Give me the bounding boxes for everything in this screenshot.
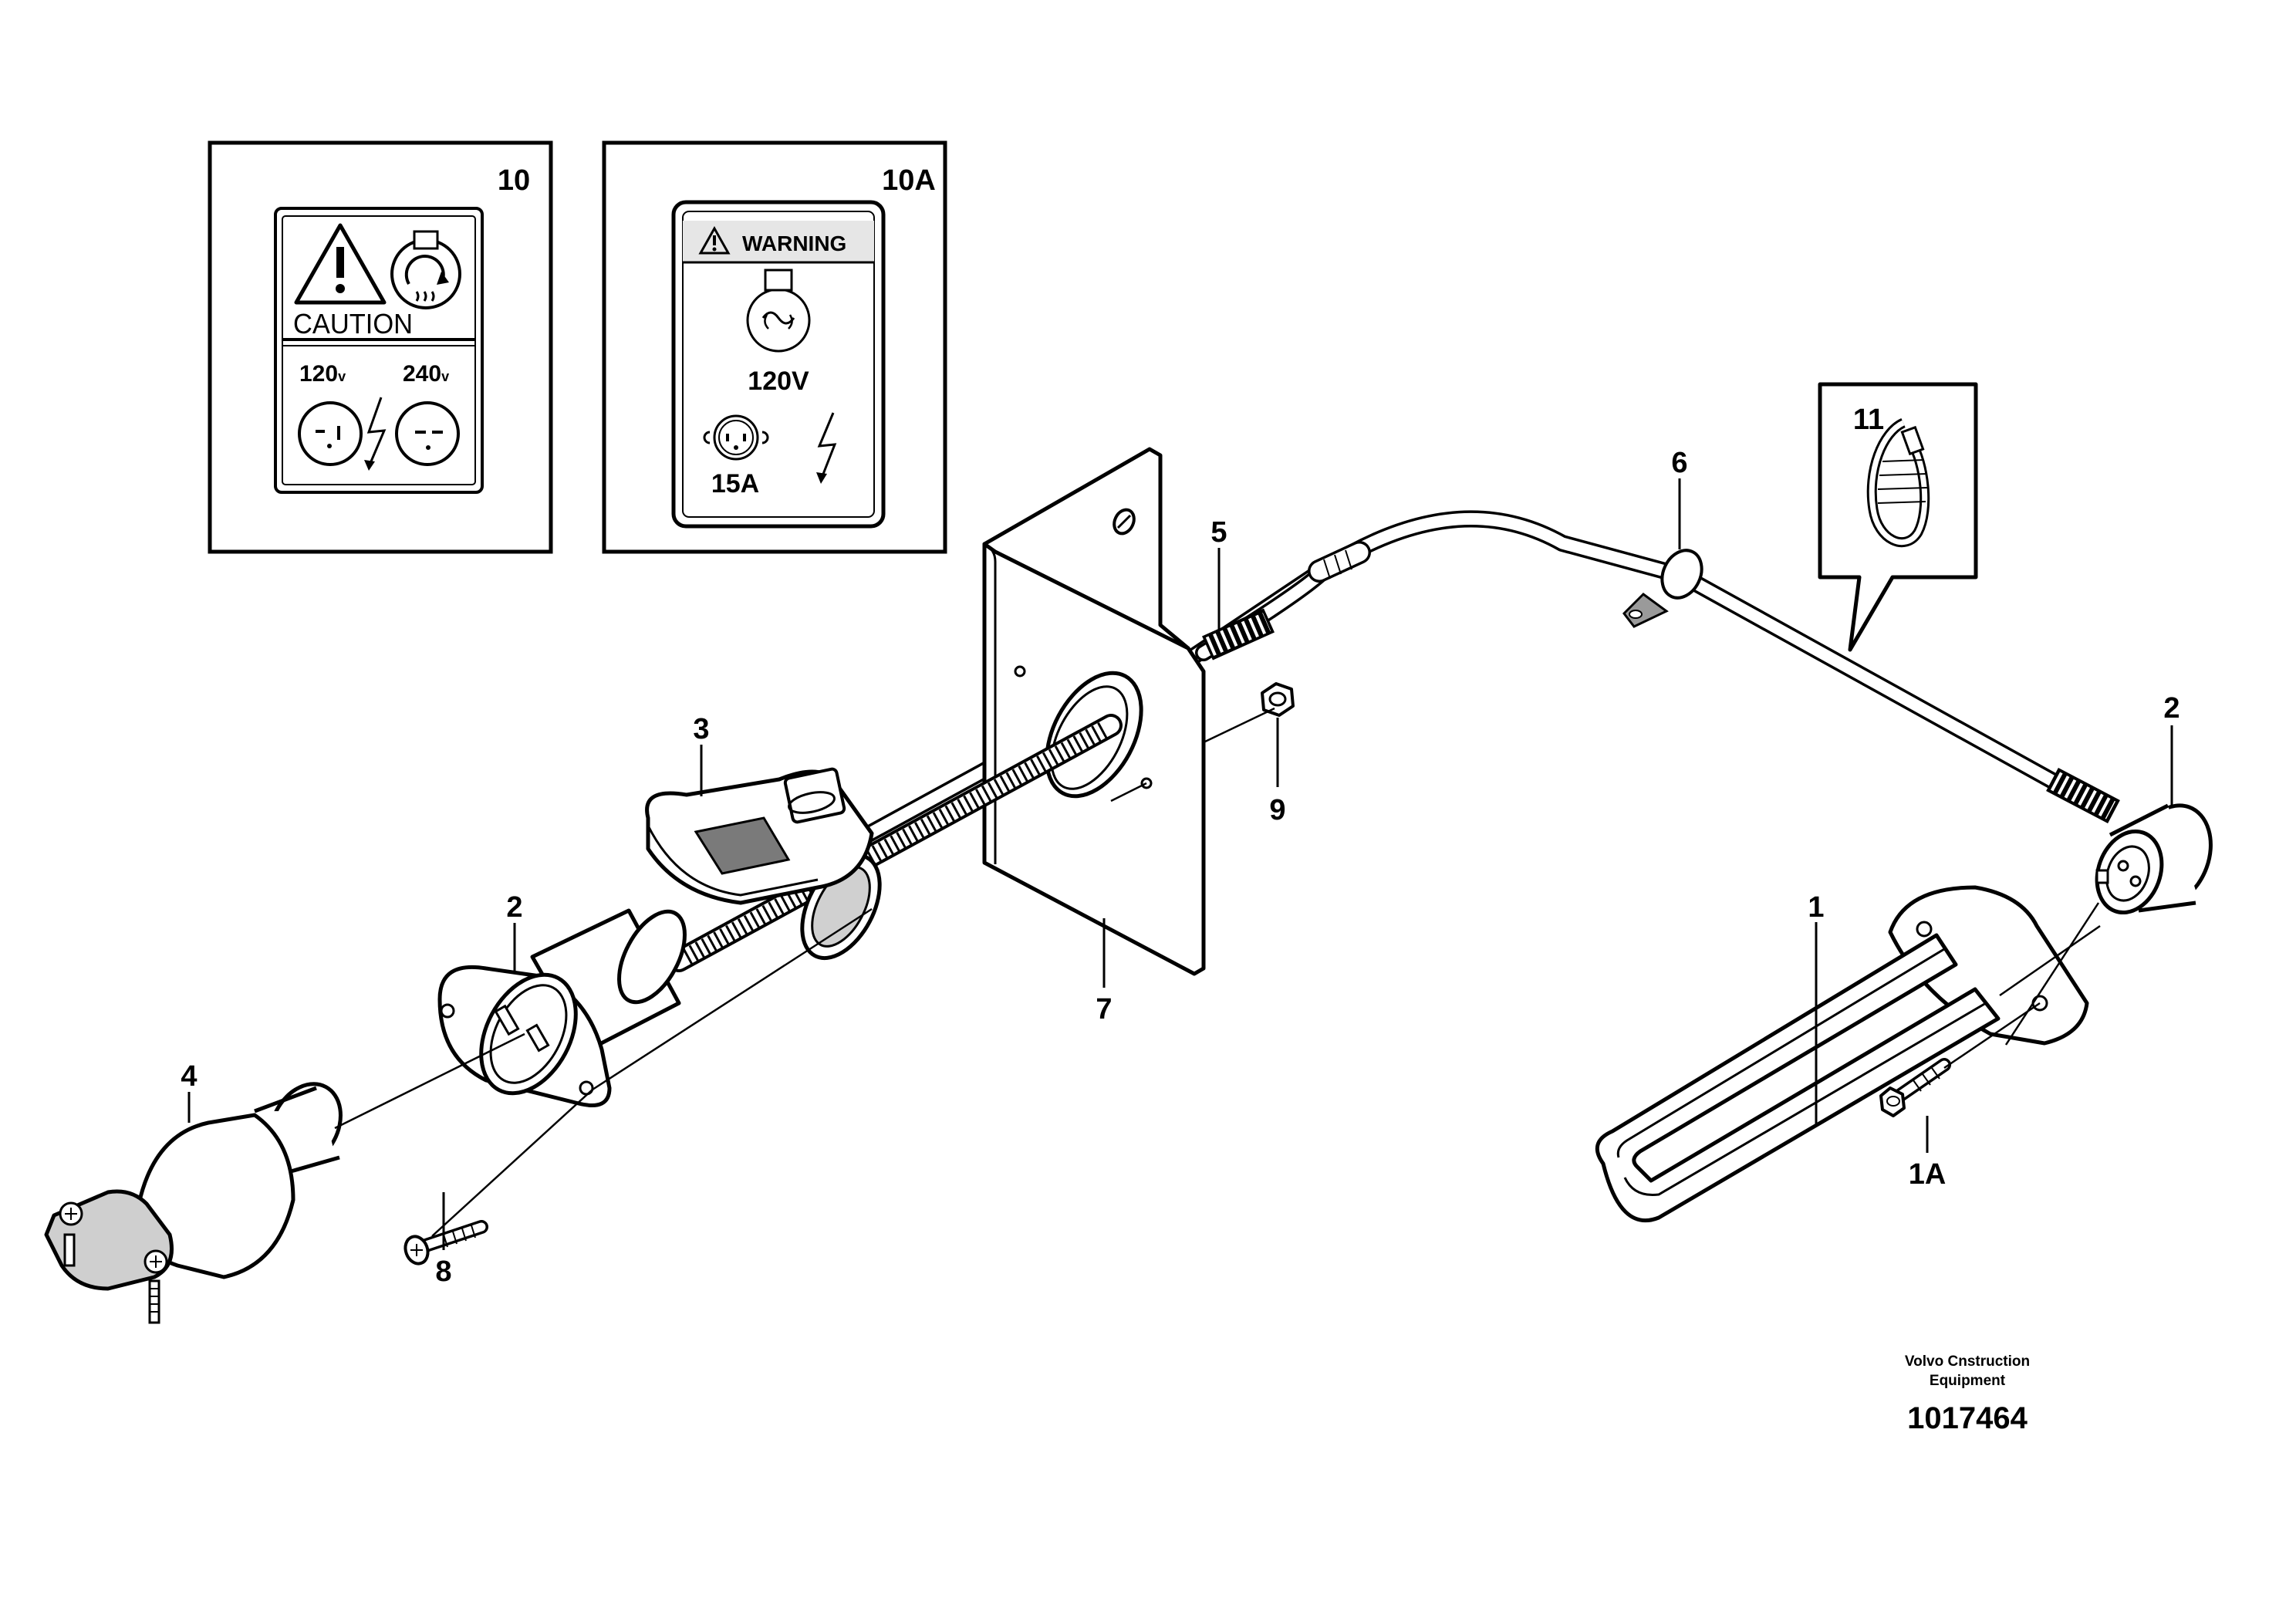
outlet-icon [298,401,363,466]
voltage-label: 120V [748,367,809,396]
hex-nut [1261,682,1295,717]
warning-triangle-icon [294,223,387,305]
inset-10: 10 CAUTION 120v 240v [208,140,553,554]
leader-lines [187,478,2173,1250]
callout-11: 11 [1853,404,1884,436]
callouts: 1 1A 2 2 3 4 5 6 7 8 9 [181,447,2180,1288]
callout-9: 9 [1269,794,1285,826]
lightning-icon [816,412,837,484]
callout-2-socket: 2 [506,891,522,924]
maker-line-1: Volvo Cnstruction [1904,1353,2031,1370]
callout-4: 4 [181,1060,197,1093]
callout-8: 8 [435,1255,451,1288]
cable-ferrule [1308,541,1371,583]
callout-3: 3 [693,713,709,745]
maker-line-2: Equipment [1929,1373,2006,1389]
outlet-icon [703,414,769,461]
callout-10a: 10A [882,164,936,197]
socket-cover [645,767,882,961]
voltage-right-label: 240v [403,361,449,387]
lightning-icon [364,397,387,471]
caution-label: CAUTION [293,308,413,340]
document-footer: Volvo Cnstruction Equipment 1017464 [1844,1352,2091,1436]
caution-decal: CAUTION 120v 240v [274,207,484,494]
plug-receptacle [2095,803,2213,915]
inset-10a: 10A WARNING 120V [602,140,947,554]
warning-decal: WARNING 120V 15A [671,200,886,529]
voltage-left-label: 120v [299,361,346,387]
mounting-bracket [982,447,1206,976]
engine-heater-icon [390,230,461,309]
callout-1: 1 [1808,891,1824,924]
callout-6: 6 [1671,447,1687,479]
plug-connector [44,1082,343,1324]
outlet-icon [395,401,460,466]
engine-heater-icon [746,269,811,353]
amperage-label: 15A [711,469,759,498]
callout-7: 7 [1096,993,1112,1026]
callout-1a: 1A [1909,1158,1947,1191]
flange-screw [1879,1058,1951,1117]
warning-triangle-icon [698,225,731,255]
threaded-sleeve [1202,608,2120,824]
document-number: 1017464 [1907,1401,2028,1435]
cable-clamp [1622,549,1703,628]
callout-10: 10 [498,164,530,197]
warning-label: WARNING [742,231,846,255]
cable-tie [1866,418,1930,548]
heater-element [1595,885,2089,1223]
threaded-cord [667,714,1123,972]
screw [403,1220,488,1265]
callout-2-plug: 2 [2163,692,2180,725]
assembly-lines [334,707,2101,1237]
inset-11: 11 [1818,382,1978,652]
callout-5: 5 [1210,516,1227,549]
socket-body [437,908,687,1107]
